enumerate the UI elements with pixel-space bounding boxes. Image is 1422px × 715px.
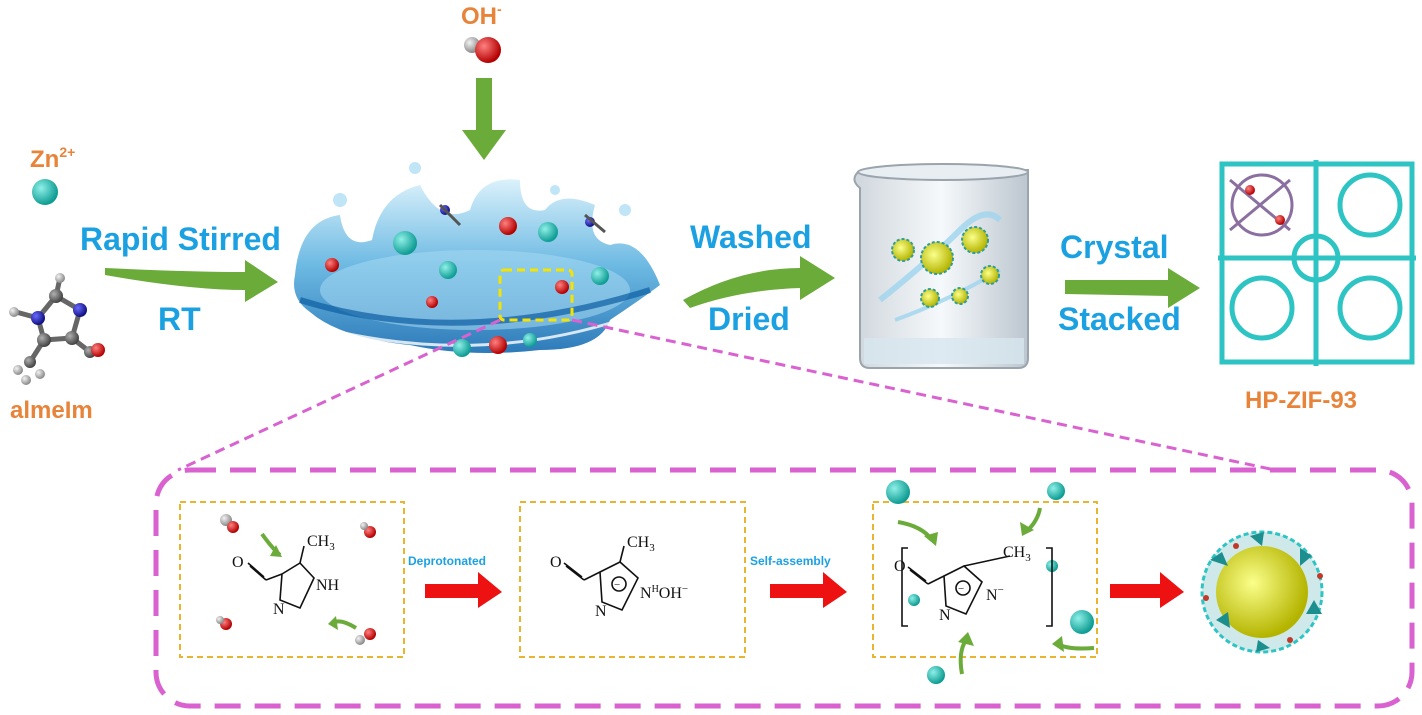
- step1-top-label: Rapid Stirred: [80, 221, 281, 257]
- step2-top-label: Washed: [690, 219, 812, 255]
- nh-1: NH: [316, 577, 340, 594]
- red-arrow-3: [1110, 572, 1184, 608]
- zinc-ion: [32, 179, 58, 205]
- svg-text:CH3: CH3: [1003, 544, 1031, 564]
- deprotonated-label: Deprotonated: [408, 554, 486, 568]
- step1-arrow: [105, 260, 278, 302]
- step2-arrow: [683, 256, 835, 308]
- step2-bottom-label: Dried: [708, 301, 790, 337]
- self-assembly-label: Self-assembly: [750, 554, 831, 568]
- linker-label: almeIm: [10, 397, 93, 424]
- oxygen-3: O: [894, 558, 906, 575]
- methyl-1: CH: [307, 533, 330, 550]
- zif-cage: [1200, 530, 1324, 654]
- svg-text:N−: N−: [986, 584, 1004, 604]
- molecule-3: [901, 547, 1053, 627]
- n-2: N: [640, 585, 652, 602]
- molecule-1: [247, 545, 315, 610]
- hydroxide-label: OH: [461, 3, 497, 30]
- svg-text:CH3: CH3: [307, 533, 335, 553]
- svg-text:Zn2+: Zn2+: [30, 144, 75, 173]
- zif-framework: [1218, 160, 1416, 366]
- nitrogen-1: N: [273, 601, 285, 618]
- minus-3: −: [958, 583, 964, 595]
- mechanism-frame: [153, 467, 1415, 709]
- svg-text:OH-: OH-: [461, 1, 502, 30]
- methyl-2: CH: [627, 534, 650, 551]
- step1-bottom-label: RT: [158, 301, 201, 337]
- beaker: [853, 163, 1029, 369]
- zinc-label: Zn: [30, 146, 59, 173]
- nitrogen-3: N: [939, 607, 951, 624]
- step3-bottom-label: Stacked: [1058, 301, 1181, 337]
- minus-2: −: [614, 579, 620, 591]
- mechanism-box-3: [872, 501, 1098, 658]
- zinc-charge: 2+: [59, 144, 75, 160]
- zoom-line-left: [177, 318, 501, 472]
- svg-text:NHOH−: NHOH−: [640, 583, 688, 602]
- red-arrow-2: [770, 572, 847, 608]
- zoom-selection-box: [498, 268, 574, 322]
- step3-arrow: [1065, 268, 1200, 308]
- methyl-3: CH: [1003, 544, 1026, 561]
- n-minus-3: N: [986, 587, 998, 604]
- nitrogen-2: N: [595, 603, 607, 620]
- mechanism-box-2: [519, 501, 746, 658]
- svg-text:CH3: CH3: [627, 534, 655, 554]
- oxygen-1: O: [232, 554, 244, 571]
- down-arrow: [462, 78, 506, 160]
- hydroxide-molecule: [464, 37, 501, 63]
- hydroxide-charge: -: [497, 1, 502, 17]
- zoom-line-right: [571, 318, 1276, 472]
- molecule-2: [563, 545, 639, 612]
- mechanism-box-1: [179, 501, 405, 658]
- step3-top-label: Crystal: [1060, 229, 1169, 265]
- product-label: HP-ZIF-93: [1245, 387, 1357, 414]
- water-splash: [294, 162, 660, 357]
- red-arrow-1: [425, 572, 502, 608]
- oxygen-2: O: [550, 554, 562, 571]
